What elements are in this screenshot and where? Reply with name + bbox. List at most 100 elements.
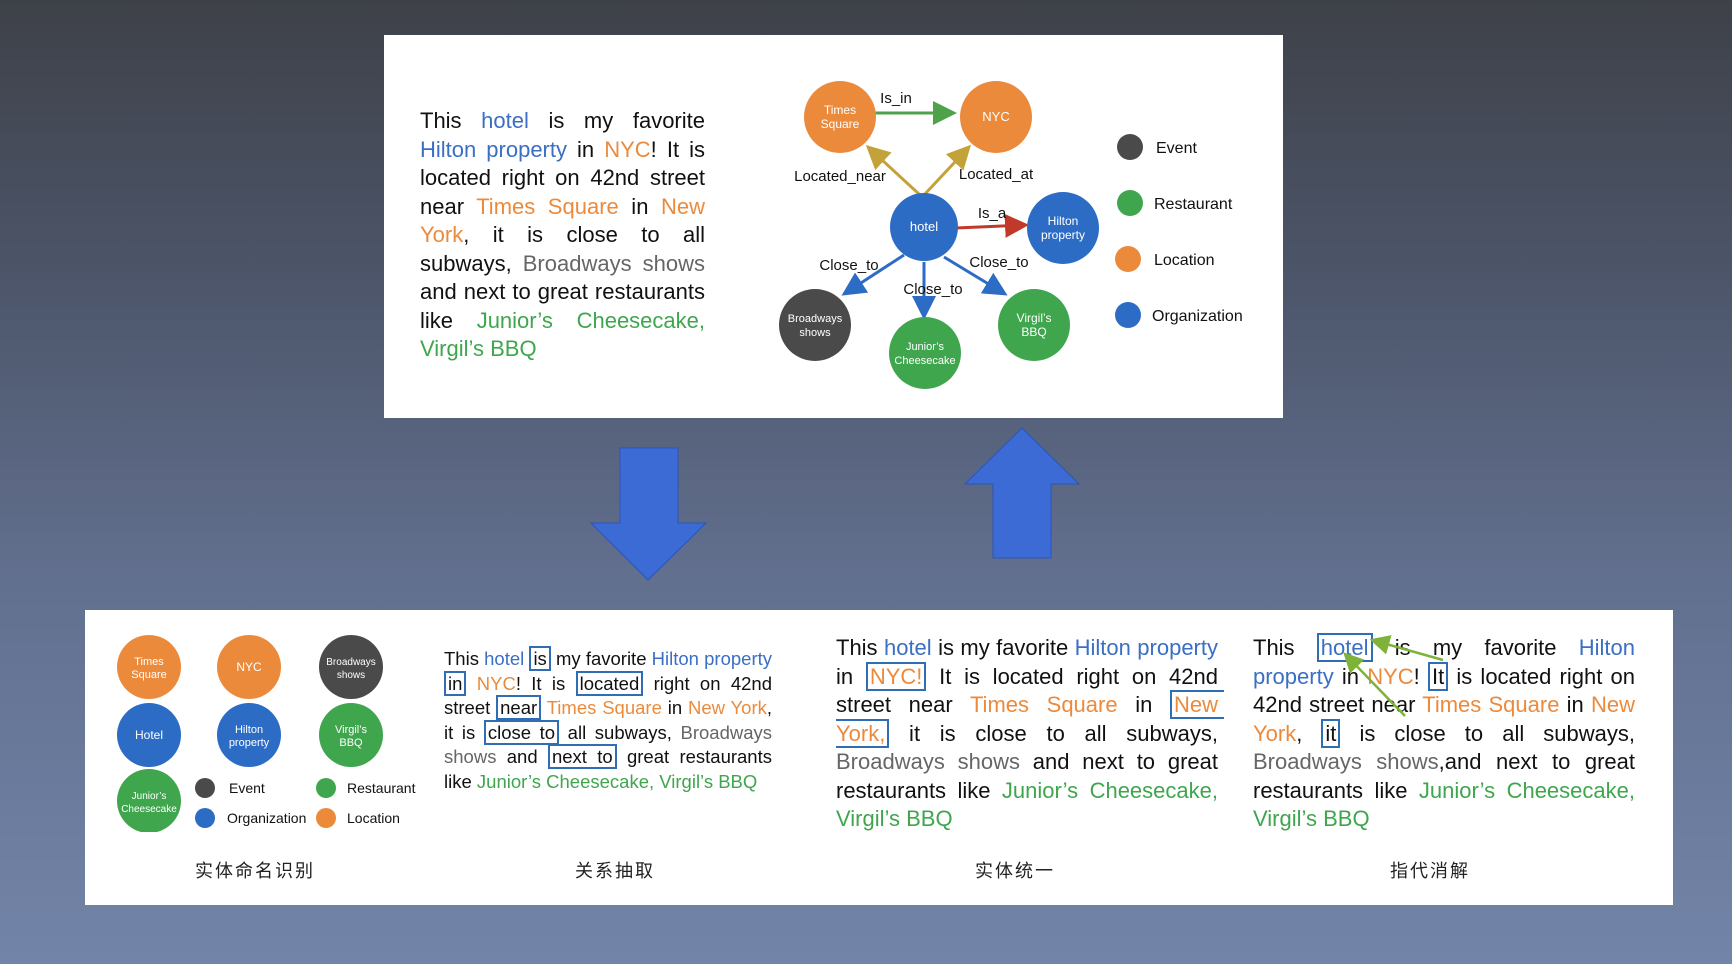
- svg-text:Junior’s: Junior’s: [132, 791, 167, 802]
- edge-label-located-at: Located_at: [959, 166, 1034, 183]
- svg-text:Square: Square: [131, 669, 166, 681]
- entity-token: Hilton property: [420, 136, 567, 162]
- ner-node-times-square: Times Square: [117, 635, 181, 699]
- text-token: in: [661, 697, 688, 718]
- text-token: right on 42nd street: [444, 672, 778, 719]
- svg-text:Square: Square: [821, 117, 860, 131]
- edge-label-close-to-1: Close_to: [819, 257, 878, 274]
- text-token: and next to great restaurants like: [836, 749, 1225, 803]
- text-token: my favorite: [550, 648, 652, 669]
- up-arrow-icon: [963, 427, 1081, 559]
- text-token: in: [1559, 692, 1591, 717]
- ner-legend-organization: Organization: [227, 810, 306, 826]
- svg-text:Times: Times: [824, 103, 856, 117]
- legend-location: Location: [1154, 252, 1215, 269]
- ner-legend-event: Event: [229, 780, 265, 796]
- edge-close-to-1: [841, 253, 905, 296]
- bottom-panel: Times Square NYC Broadways shows Hotel H…: [85, 610, 1673, 905]
- entity-token: Junior’s Cheesecake, Virgil’s BBQ: [1253, 777, 1642, 832]
- text-token: in: [1333, 663, 1368, 689]
- text-token: in: [1117, 692, 1170, 717]
- legend-event: Event: [1156, 140, 1197, 157]
- text-token: [466, 673, 476, 694]
- entity-token: Times Square: [476, 193, 619, 219]
- entity-token: Broadways shows: [522, 250, 705, 276]
- text-token: ! It is located right on 42nd street nea…: [420, 136, 712, 219]
- edge-label-is-a: Is_a: [978, 205, 1007, 222]
- legend-restaurant: Restaurant: [1154, 196, 1233, 213]
- edge-located-at: [922, 144, 972, 197]
- top-panel: This hotel is my favorite Hilton propert…: [384, 35, 1283, 418]
- node-times-square: Times Square: [804, 81, 876, 153]
- entity-token: hotel: [484, 648, 525, 669]
- entity-token: Broadways shows: [1253, 749, 1439, 774]
- text-token: it is close to all subways,: [889, 720, 1225, 746]
- boxed-token: close to: [483, 719, 560, 745]
- entity-token: NYC: [476, 672, 516, 694]
- node-hilton-property: Hilton property: [1027, 192, 1099, 264]
- svg-text:property: property: [1041, 228, 1085, 242]
- down-arrow-icon: [589, 447, 708, 581]
- text-token: in: [567, 136, 605, 162]
- entity-token: Times Square: [546, 697, 662, 718]
- caption-relation: 关系抽取: [575, 861, 655, 882]
- text-token: ! It is: [515, 672, 576, 694]
- entity-token: NYC: [1367, 663, 1414, 689]
- caption-coref: 指代消解: [1390, 861, 1470, 882]
- boxed-token: It: [1427, 661, 1449, 691]
- text-token: This: [444, 648, 485, 669]
- boxed-token: in: [444, 670, 467, 696]
- svg-text:Virgil’s: Virgil’s: [1017, 311, 1052, 325]
- svg-text:Cheesecake: Cheesecake: [894, 355, 955, 367]
- edge-label-close-to-3: Close_to: [969, 254, 1028, 271]
- entity-token: hotel: [481, 108, 529, 133]
- edge-label-is-in: Is_in: [880, 90, 912, 107]
- node-virgils-bbq: Virgil’s BBQ: [998, 289, 1070, 361]
- text-token: This: [1253, 635, 1317, 660]
- text-token: great restaurants like: [444, 746, 778, 792]
- text-token: !: [1413, 663, 1428, 689]
- svg-text:Times: Times: [134, 656, 164, 668]
- text-token: , it is close to all subways,: [420, 222, 712, 276]
- text-token: is my favorite: [931, 635, 1075, 660]
- text-token: ,: [1296, 720, 1322, 746]
- svg-text:BBQ: BBQ: [1021, 325, 1046, 339]
- entity-token: New York: [1253, 692, 1641, 746]
- entity-token: Hilton property: [651, 648, 773, 669]
- svg-text:Broadways: Broadways: [788, 313, 843, 325]
- text-token: ,and next to great restaurants like: [1253, 749, 1642, 803]
- ner-legend-restaurant: Restaurant: [347, 780, 416, 796]
- svg-text:Hilton: Hilton: [1048, 214, 1079, 228]
- svg-text:shows: shows: [799, 327, 831, 339]
- boxed-token: is: [529, 646, 551, 671]
- node-nyc: NYC: [960, 81, 1032, 153]
- edge-label-close-to-2: Close_to: [903, 281, 962, 298]
- text-token: all subways,: [559, 721, 681, 743]
- legend-organization: Organization: [1152, 308, 1243, 325]
- svg-text:Broadways: Broadways: [326, 657, 375, 668]
- svg-text:Virgil’s: Virgil’s: [335, 724, 367, 736]
- entity-token: hotel: [883, 635, 932, 660]
- ner-node-virgils: Virgil’s BBQ: [319, 703, 383, 767]
- ner-node-hilton: Hilton property: [217, 703, 281, 767]
- legend: Event Restaurant Location Organization: [1115, 134, 1243, 328]
- text-token: and next to great restaurants like: [420, 250, 712, 333]
- entity-token: NYC: [604, 136, 651, 162]
- text-token: is my favorite: [528, 108, 712, 133]
- boxed-token: New York,: [836, 690, 1224, 748]
- svg-text:NYC: NYC: [982, 109, 1009, 124]
- boxed-token: it: [1321, 718, 1341, 748]
- unify-sentence: This hotel is my favorite Hilton propert…: [836, 634, 1224, 834]
- edge-located-near: [865, 144, 922, 197]
- svg-text:Cheesecake: Cheesecake: [121, 804, 177, 815]
- edge-label-located-near: Located_near: [794, 168, 886, 185]
- entity-token: New York: [420, 193, 711, 248]
- node-juniors-cheesecake: Junior’s Cheesecake: [889, 317, 961, 389]
- text-token: , it is: [444, 697, 778, 743]
- text-token: This: [836, 635, 884, 660]
- knowledge-graph: Is_in Located_near Located_at Is_a Close…: [779, 81, 1243, 389]
- entity-token: Hilton property: [1074, 635, 1218, 660]
- ner-node-juniors: Junior’s Cheesecake: [117, 769, 181, 832]
- boxed-token: NYC!: [865, 661, 927, 691]
- svg-text:hotel: hotel: [910, 219, 938, 234]
